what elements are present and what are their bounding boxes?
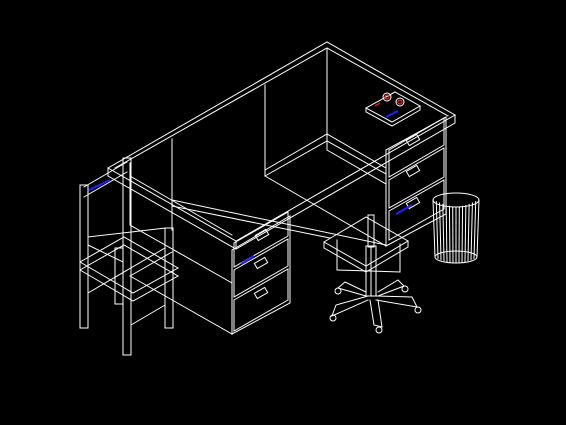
basket-slat [448,205,451,263]
desk [107,41,457,335]
left-pedestal-back-bottom [129,251,173,277]
left-pedestal-side-top [129,175,233,236]
basket-slat [470,202,473,261]
left-pedestal-front [231,215,291,335]
desk-modesty-panel [264,140,387,177]
left-drawer-1[interactable] [233,211,289,268]
desk-phone[interactable] [365,91,422,127]
right-pedestal-side [326,149,387,185]
right-drawer-3[interactable] [388,179,445,241]
desk-top-inner-edge [114,47,449,169]
desk-stretcher-2 [171,205,331,239]
left-drawer-2[interactable] [233,238,289,298]
basket-slat [439,202,442,261]
right-drawer-2[interactable] [388,147,445,209]
basket-slat [473,201,477,259]
waste-basket[interactable] [432,192,480,264]
left-drawer-3[interactable] [233,268,289,332]
basket-slat [445,204,448,263]
left-pedestal-side [129,224,233,335]
desk-kneehole-floor [264,175,387,247]
basket-slat [461,205,464,263]
office-chair[interactable] [323,214,422,334]
basket-slat [464,204,467,263]
side-chair[interactable] [79,157,180,356]
basket-slat [442,203,445,262]
basket-slat [435,201,439,259]
right-drawer-1[interactable] [388,117,445,178]
desk-modesty-panel-inner [264,133,387,171]
basket-slat [467,203,470,262]
